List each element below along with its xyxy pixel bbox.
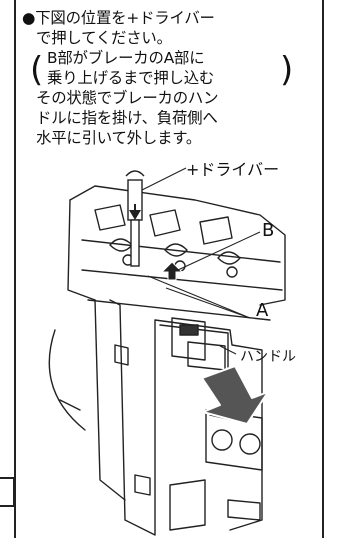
instruction-text: ●下図の位置を+ドライバー で押してください。 B部がブレーカのA部に 乗り上げ… bbox=[22, 8, 322, 148]
rail-slots bbox=[94, 204, 233, 245]
rail-front-edge bbox=[67, 199, 96, 301]
up-arrow bbox=[160, 261, 184, 281]
handle-label: ハンドル bbox=[240, 349, 296, 365]
screw-right bbox=[226, 266, 238, 278]
a-label: A bbox=[256, 300, 269, 321]
clip-bottom bbox=[134, 474, 151, 496]
breaker-handle bbox=[171, 317, 206, 361]
instruction-line-3: B部がブレーカのA部に bbox=[47, 49, 205, 67]
handle-recess bbox=[187, 341, 226, 371]
lug-right bbox=[217, 251, 241, 265]
push-arrow-head bbox=[129, 210, 141, 220]
right-panel-border bbox=[322, 0, 324, 538]
open-paren: ( bbox=[30, 50, 44, 90]
lug-mid bbox=[164, 243, 188, 257]
driver-label: +ドライバー bbox=[186, 160, 280, 179]
leader-lines bbox=[141, 167, 261, 355]
terminal-screw-right bbox=[239, 433, 261, 455]
terminal-label-window bbox=[227, 499, 261, 521]
frame-curve bbox=[48, 329, 86, 431]
left-panel-divider bbox=[14, 0, 16, 538]
pull-arrow bbox=[201, 365, 269, 425]
b-label: B bbox=[262, 220, 275, 241]
handle-toggle bbox=[179, 324, 199, 336]
instruction-line-7: 水平に引いて外します。 bbox=[36, 129, 202, 147]
instruction-line-5: その状態でブレーカのハン bbox=[36, 89, 219, 107]
rail-top-plate bbox=[69, 185, 286, 306]
breaker-base bbox=[169, 479, 206, 531]
terminal-screw-left bbox=[211, 429, 233, 451]
rail-ribs bbox=[81, 239, 283, 321]
instruction-line-1: ●下図の位置を+ドライバー bbox=[22, 9, 215, 27]
instruction-line-6: ドルに指を掛け、負荷側へ bbox=[36, 109, 218, 127]
instruction-line-2: で押してください。 bbox=[36, 29, 172, 47]
close-paren: ) bbox=[280, 50, 294, 90]
left-panel-fragment-box bbox=[0, 477, 15, 507]
instruction-line-4: 乗り上げるまで押し込む bbox=[47, 69, 215, 87]
clip-left bbox=[114, 344, 129, 366]
breaker-side bbox=[94, 299, 126, 501]
